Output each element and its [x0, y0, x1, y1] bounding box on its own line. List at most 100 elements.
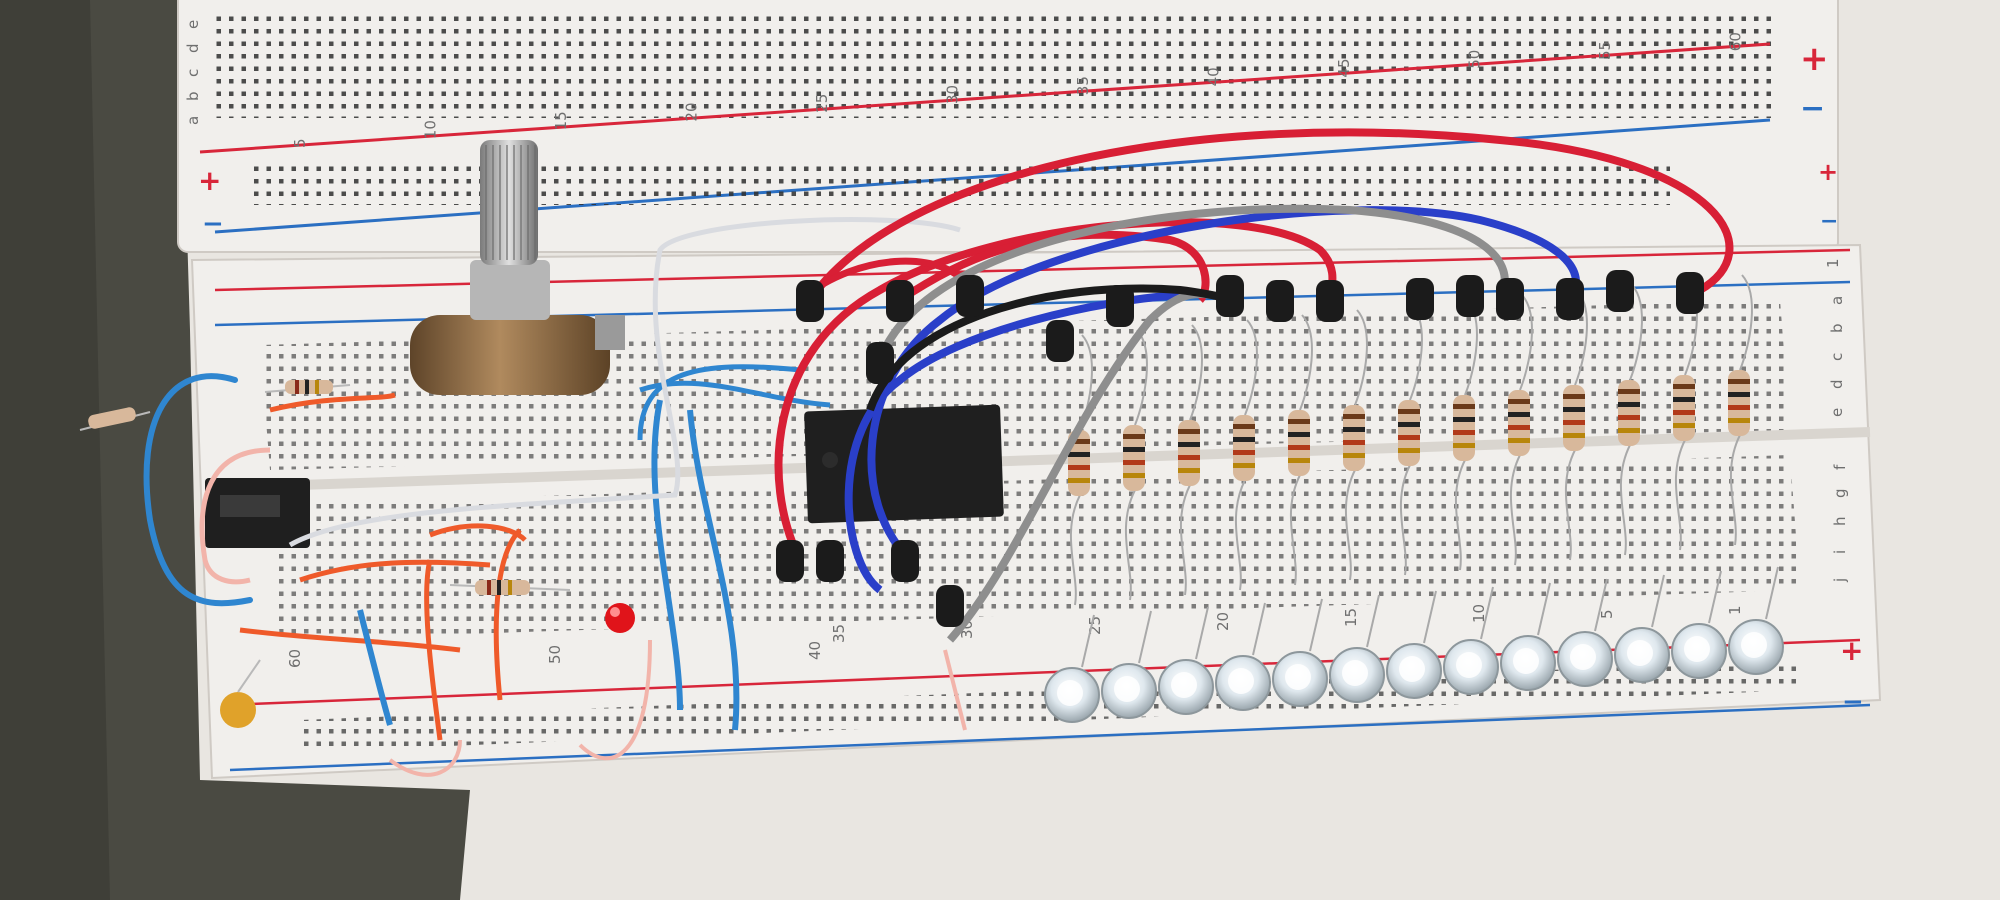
- resistor-left-edge: [79, 407, 151, 431]
- wire-end-cap: [1606, 270, 1634, 312]
- potentiometer: [410, 140, 625, 395]
- pot-shaft: [480, 140, 538, 265]
- orange-wire-3: [424, 559, 443, 741]
- bottom-rail-blue-line-lower: [229, 703, 1871, 772]
- led: [1443, 586, 1499, 695]
- gray-wire-arc-1: [876, 204, 1509, 362]
- bottom-column-number-left-60: 60: [286, 649, 304, 668]
- bottom-row-letter-g: g: [1831, 488, 1849, 498]
- small-ic-label-area: [220, 495, 280, 517]
- wire-end-cap: [1676, 272, 1704, 314]
- bottom-row-letter-i: i: [1831, 550, 1849, 554]
- blue-wire-arc-1: [867, 206, 1580, 563]
- top-column-number-10: 10: [422, 120, 440, 139]
- white-wire: [288, 217, 961, 548]
- top-column-number-60: 60: [1727, 32, 1745, 51]
- bottom-row-letter-b: b: [1828, 323, 1846, 333]
- resistor: [1728, 274, 1753, 546]
- bottom-row-letter-d: d: [1828, 379, 1846, 389]
- blue-wire-to-bottom: [357, 609, 393, 726]
- led: [1386, 590, 1442, 699]
- orange-wire-5: [239, 627, 461, 653]
- wire-end-cap: [886, 280, 914, 322]
- orange-wire-4: [493, 528, 522, 701]
- light-blue-wire-vertical-2: [687, 409, 740, 731]
- wire-end-cap: [1556, 278, 1584, 320]
- pot-lugs: [595, 315, 625, 350]
- pink-wire-left: [199, 447, 271, 585]
- bottom-column-number-35: 35: [830, 624, 848, 643]
- bottom-upper-rail-minus-sign: −: [1820, 209, 1838, 234]
- jumper-wires: [774, 128, 1734, 643]
- bottom-upper-rail-plus-sign: +: [1818, 158, 1838, 186]
- top-row-letter-d: d: [184, 43, 202, 53]
- main-ic: [804, 404, 1004, 524]
- bottom-row-letter-j: j: [1831, 578, 1849, 583]
- bottom-row-letter-f: f: [1831, 464, 1849, 470]
- left-circuit: [79, 217, 961, 777]
- top-rail-minus-sign-left: −: [202, 209, 224, 239]
- led: [1044, 614, 1100, 723]
- resistor-left-top: [264, 380, 351, 394]
- resistor: [1288, 314, 1313, 586]
- top-rail-plus-sign: +: [1800, 39, 1829, 79]
- resistor: [1343, 309, 1368, 581]
- led: [1614, 574, 1670, 683]
- bottom-column-number-left-40: 40: [806, 641, 824, 660]
- pot-nut: [470, 260, 550, 320]
- top-column-number-50: 50: [1466, 50, 1484, 69]
- pot-body: [410, 315, 610, 395]
- bottom-column-number-5: 5: [1598, 609, 1616, 619]
- main-ic-chip: [804, 404, 1004, 524]
- red-wire-long-right: [806, 128, 1734, 303]
- red-wire-mid: [774, 218, 1337, 562]
- wire-end-cap: [866, 342, 894, 384]
- bottom-column-number-25: 25: [1086, 616, 1104, 635]
- wire-end-cap: [956, 275, 984, 317]
- top-rail-red-line: [199, 42, 1771, 154]
- wire-end-cap: [1406, 278, 1434, 320]
- bottom-column-number-20: 20: [1214, 612, 1232, 631]
- led: [1158, 606, 1214, 715]
- light-blue-wire-arc: [637, 364, 801, 441]
- top-column-number-40: 40: [1205, 67, 1223, 86]
- top-rail-minus-sign: −: [1800, 91, 1825, 126]
- wire-end-cap: [816, 540, 844, 582]
- wire-end-cap: [1266, 280, 1294, 322]
- blue-wire-arc-2: [844, 291, 1181, 594]
- bottom-rail-plus-sign: +: [1840, 634, 1863, 667]
- resistor: [1178, 324, 1203, 596]
- resistor-center-left: [449, 580, 571, 595]
- wire-end-cap: [1046, 320, 1074, 362]
- bottom-column-number-1: 1: [1726, 605, 1744, 615]
- bottom-column-number-15: 15: [1342, 608, 1360, 627]
- top-column-number-30: 30: [944, 85, 962, 104]
- bottom-row-letter-h: h: [1831, 516, 1849, 526]
- led: [1671, 570, 1727, 679]
- orange-wire-1: [269, 392, 396, 413]
- orange-wire-6: [429, 523, 527, 542]
- red-indicator-led: [605, 603, 635, 633]
- top-row-letter-c: c: [184, 69, 202, 77]
- led: [1215, 602, 1271, 711]
- resistor: [1233, 319, 1258, 591]
- led: [1101, 610, 1157, 719]
- top-row-letter-a: a: [184, 116, 202, 125]
- top-column-number-20: 20: [683, 103, 701, 122]
- led: [1329, 594, 1385, 703]
- wire-end-cap: [1316, 280, 1344, 322]
- wire-end-cap: [776, 540, 804, 582]
- top-column-number-55: 55: [1596, 41, 1614, 60]
- resistor: [1508, 294, 1533, 566]
- ceramic-capacitor: [220, 692, 256, 728]
- fabric-background: [0, 0, 470, 900]
- wire-end-cap: [1216, 275, 1244, 317]
- top-row-letter-e: e: [184, 20, 202, 29]
- wire-end-cap: [1496, 278, 1524, 320]
- pink-wire-bottom-mid: [578, 639, 652, 761]
- bottom-center-channel: [209, 427, 1871, 493]
- bottom-column-number-10: 10: [1470, 604, 1488, 623]
- wire-end-cap: [1106, 285, 1134, 327]
- wire-end-cap: [1456, 275, 1484, 317]
- bottom-lower-terminal-holes: [270, 455, 1800, 640]
